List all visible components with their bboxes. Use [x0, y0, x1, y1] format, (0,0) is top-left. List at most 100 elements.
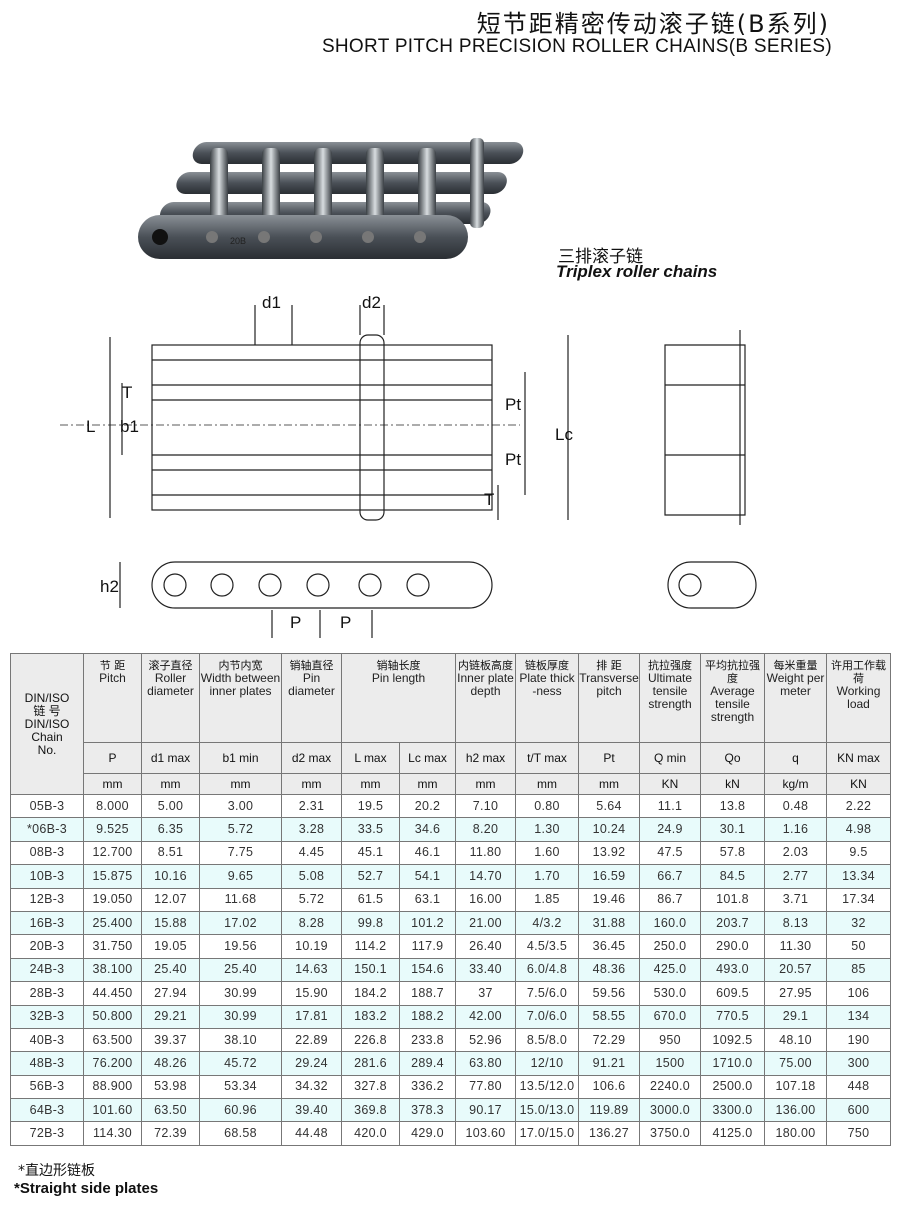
- value-cell: 3.00: [199, 793, 282, 819]
- chain-header-line: 链 号: [33, 703, 61, 718]
- header-label-en: Weight per meter: [766, 671, 825, 698]
- header-label-zh: 销轴长度: [376, 659, 421, 672]
- header-unit: mm: [455, 773, 516, 795]
- value-cell: 26.40: [455, 934, 516, 959]
- value-cell: 2240.0: [639, 1074, 701, 1100]
- value-cell: 1500: [639, 1051, 701, 1076]
- value-cell: 4125.0: [700, 1121, 765, 1146]
- value-cell: 31.750: [83, 934, 142, 959]
- value-cell: 6.35: [141, 817, 200, 842]
- value-cell: 52.7: [341, 864, 400, 889]
- top-view-drawing: [60, 305, 569, 521]
- header-label-en: Pin length: [371, 671, 426, 685]
- header-unit: mm: [341, 773, 400, 795]
- value-cell: 63.80: [455, 1051, 516, 1076]
- chain-number-cell: 72B-3: [10, 1121, 84, 1146]
- value-cell: 3.71: [764, 887, 827, 912]
- value-cell: 226.8: [341, 1027, 400, 1053]
- header-symbol: q: [764, 742, 827, 774]
- value-cell: 493.0: [700, 957, 765, 983]
- value-cell: 12.07: [141, 887, 200, 912]
- value-cell: 53.34: [199, 1074, 282, 1100]
- value-cell: 101.60: [83, 1098, 142, 1123]
- value-cell: 950: [639, 1027, 701, 1053]
- value-cell: 1.60: [515, 840, 579, 866]
- value-cell: 114.30: [83, 1121, 142, 1146]
- value-cell: 448: [826, 1074, 891, 1100]
- value-cell: 106: [826, 981, 891, 1006]
- value-cell: 13.92: [578, 840, 640, 866]
- value-cell: 369.8: [341, 1098, 400, 1123]
- value-cell: 48.10: [764, 1027, 827, 1053]
- label-pt-lower: Pt: [505, 450, 521, 469]
- value-cell: 33.40: [455, 957, 516, 983]
- value-cell: 750: [826, 1121, 891, 1146]
- header-unit: mm: [141, 773, 200, 795]
- value-cell: 30.99: [199, 1004, 282, 1029]
- value-cell: 2.22: [826, 793, 891, 819]
- value-cell: 44.48: [281, 1121, 342, 1146]
- value-cell: 13.8: [700, 793, 765, 819]
- value-cell: 84.5: [700, 864, 765, 889]
- label-Lc: Lc: [555, 425, 573, 444]
- value-cell: 150.1: [341, 957, 400, 983]
- plate-mark: 20B: [230, 236, 246, 246]
- value-cell: 36.45: [578, 934, 640, 959]
- value-cell: 45.72: [199, 1051, 282, 1076]
- value-cell: 1.85: [515, 887, 579, 912]
- label-T-lower: T: [484, 490, 494, 509]
- value-cell: 72.29: [578, 1027, 640, 1053]
- header-label-en: Roller diameter: [147, 671, 194, 698]
- chain-header-line: No.: [37, 742, 57, 757]
- value-cell: 12/10: [515, 1051, 579, 1076]
- chain-number-cell: 56B-3: [10, 1074, 84, 1100]
- header-symbol: d1 max: [141, 742, 200, 774]
- value-cell: 44.450: [83, 981, 142, 1006]
- value-cell: 25.40: [199, 957, 282, 983]
- value-cell: 38.10: [199, 1027, 282, 1053]
- value-cell: 77.80: [455, 1074, 516, 1100]
- value-cell: 58.55: [578, 1004, 640, 1029]
- value-cell: 289.4: [399, 1051, 456, 1076]
- title-chinese: 短节距精密传动滚子链(B系列): [476, 10, 830, 38]
- value-cell: 9.5: [826, 840, 891, 866]
- value-cell: 13.5/12.0: [515, 1074, 579, 1100]
- value-cell: 27.95: [764, 981, 827, 1006]
- value-cell: 5.72: [199, 817, 282, 842]
- header-label-zh: 销轴直径: [289, 659, 334, 672]
- value-cell: 19.56: [199, 934, 282, 959]
- value-cell: 136.27: [578, 1121, 640, 1146]
- chain-number-cell: 32B-3: [10, 1004, 84, 1029]
- value-cell: 107.18: [764, 1074, 827, 1100]
- header-unit: mm: [83, 773, 142, 795]
- value-cell: 57.8: [700, 840, 765, 866]
- value-cell: 190: [826, 1027, 891, 1053]
- header-label-zh: 许用工作载荷: [831, 659, 886, 685]
- value-cell: 188.7: [399, 981, 456, 1006]
- value-cell: 86.7: [639, 887, 701, 912]
- value-cell: 47.5: [639, 840, 701, 866]
- value-cell: 0.80: [515, 793, 579, 819]
- value-cell: 63.500: [83, 1027, 142, 1053]
- value-cell: 114.2: [341, 934, 400, 959]
- value-cell: 15.875: [83, 864, 142, 889]
- value-cell: 15.90: [281, 981, 342, 1006]
- value-cell: 25.40: [141, 957, 200, 983]
- value-cell: 117.9: [399, 934, 456, 959]
- footnote-english: *Straight side plates: [14, 1180, 159, 1197]
- value-cell: 46.1: [399, 840, 456, 866]
- value-cell: 7.10: [455, 793, 516, 819]
- value-cell: 24.9: [639, 817, 701, 842]
